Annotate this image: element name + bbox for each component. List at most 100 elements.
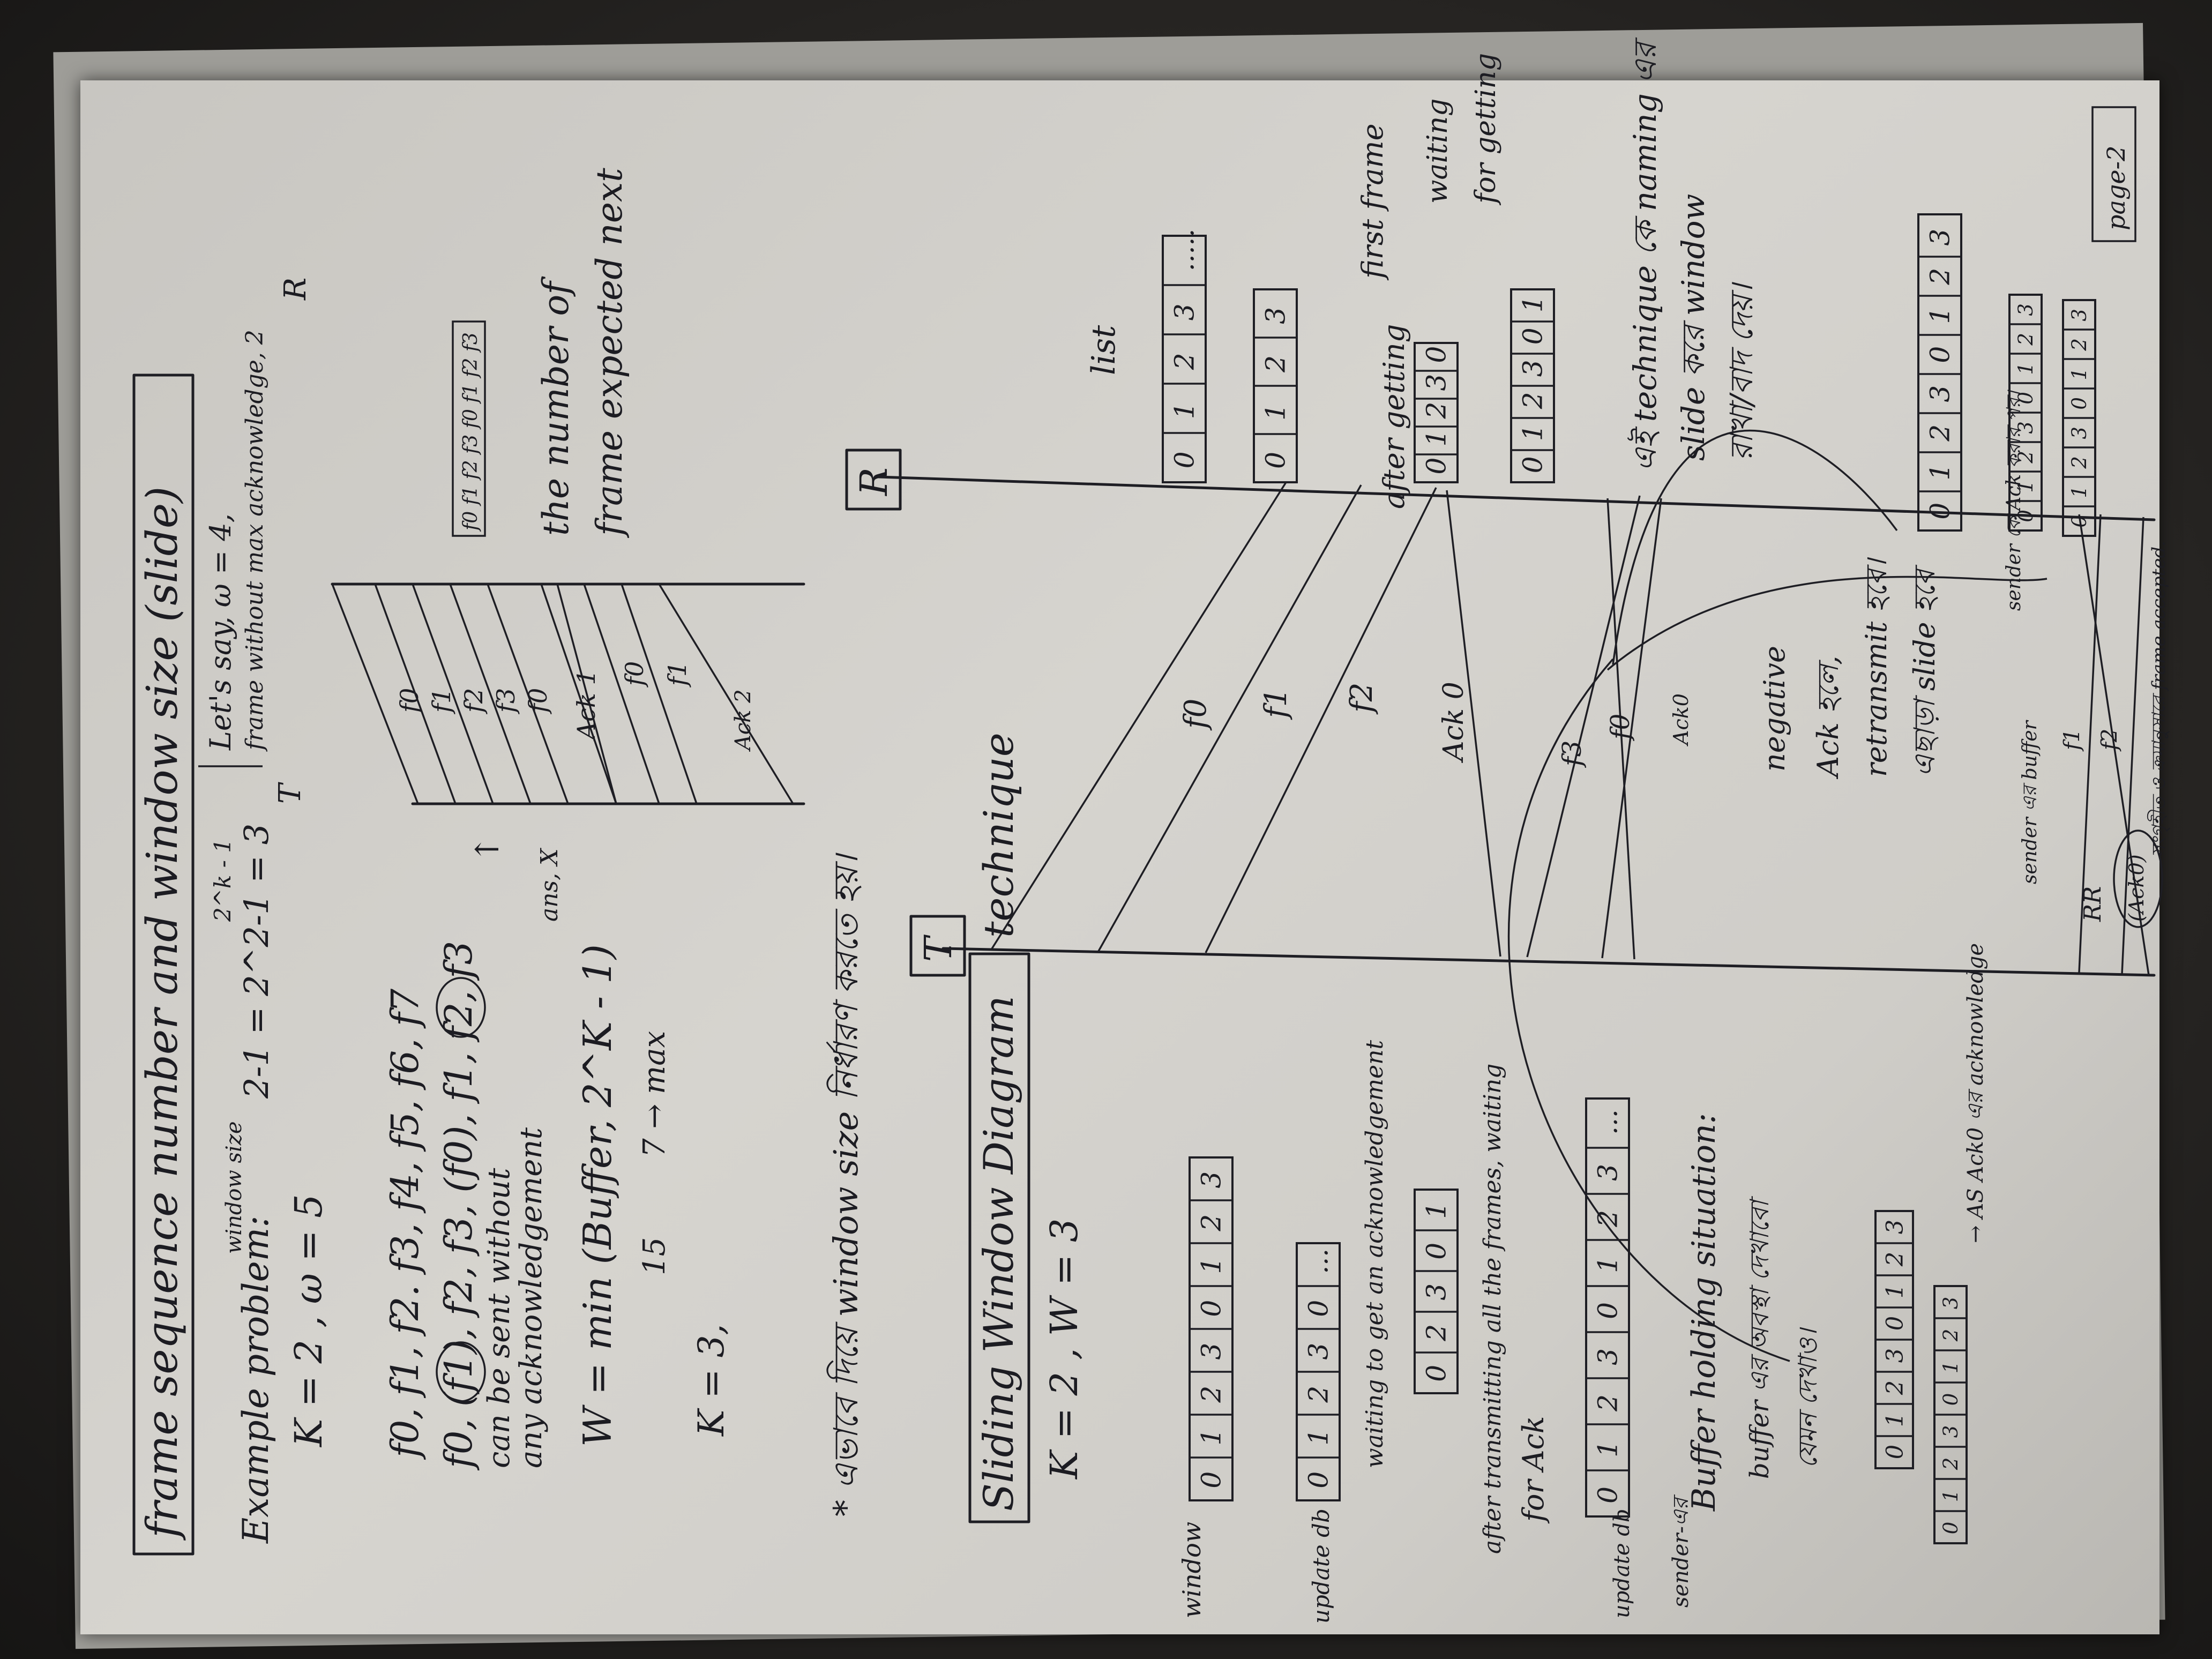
sequence-cell: 1 bbox=[2068, 368, 2091, 380]
seq1-frame-1: f1 bbox=[427, 688, 456, 714]
example-k-line: K = 2 , ω = 5 bbox=[287, 1194, 331, 1448]
sequence-cell: 0 bbox=[2068, 515, 2091, 528]
row2-note: waiting to get an acknowledgement bbox=[1361, 1040, 1388, 1468]
rr-note: RR bbox=[2079, 886, 2106, 922]
sequence-cell: 0 bbox=[2014, 392, 2037, 405]
ack0b-arrow bbox=[1606, 498, 1635, 960]
neg-ack-2: Ack হলে, bbox=[1811, 655, 1845, 780]
circle-f1 bbox=[436, 1341, 486, 1402]
sequence-cell: 3 bbox=[1593, 1164, 1624, 1181]
sequence-cell: 1 bbox=[1881, 1413, 1908, 1427]
seq1-ans-x: ans, X bbox=[536, 848, 563, 922]
sequence-cell: 2 bbox=[1196, 1386, 1227, 1403]
sequence-cell: 3 bbox=[1881, 1220, 1908, 1234]
sequence-cell: 0 bbox=[1518, 327, 1549, 345]
sequence-cell: 3 bbox=[1925, 385, 1956, 402]
sequence-cell: 0 bbox=[1421, 1365, 1452, 1382]
sequence-cell: ... bbox=[1593, 1109, 1624, 1135]
sequence-cell: 2 bbox=[1939, 1329, 1962, 1342]
page-label: page-2 bbox=[2102, 146, 2131, 230]
sliding-title: Sliding Window Diagram bbox=[975, 996, 1022, 1511]
exponent-note: 2^k - 1 bbox=[210, 839, 236, 922]
sequence-cell: 3 bbox=[1939, 1425, 1962, 1438]
sequence-cell: 0 bbox=[1421, 1243, 1452, 1260]
sequence-cell: 3 bbox=[1196, 1171, 1227, 1189]
sequence-cell: 1 bbox=[1421, 1202, 1452, 1219]
buffer-prefix: sender-এর bbox=[1669, 1494, 1693, 1608]
seq1-ack1: Ack 1 bbox=[572, 669, 601, 742]
seq1-after-frame-0: f0 bbox=[620, 661, 649, 687]
sequence-cell: 1 bbox=[1421, 430, 1452, 447]
sequence-cell: 3 bbox=[2014, 303, 2037, 316]
sequence-cell: 0 bbox=[1881, 1445, 1908, 1459]
msg-f2: f2 bbox=[1344, 683, 1379, 715]
sequence-cell: 1 bbox=[1196, 1257, 1227, 1274]
seq1-arrow bbox=[621, 584, 698, 804]
sequence-cell: ... bbox=[1303, 1249, 1334, 1274]
T-box bbox=[909, 915, 966, 977]
sender-note: sender এর buffer bbox=[2019, 720, 2041, 884]
arrow-note: ↑ bbox=[469, 836, 506, 863]
sequence-cell: 3 bbox=[2014, 421, 2037, 434]
seq1-after-frame-1: f1 bbox=[663, 661, 692, 687]
sequence-cell: ..... bbox=[1169, 229, 1200, 271]
sequence-cell: 1 bbox=[1593, 1256, 1624, 1273]
receiver-row-1: 0123..... bbox=[1162, 229, 1207, 483]
connector-curve bbox=[1606, 576, 2047, 671]
sequence-cell: 2 bbox=[1518, 392, 1549, 409]
sequence-cell: 0 bbox=[1925, 346, 1956, 363]
seq1-ack-arrow bbox=[556, 584, 617, 804]
sequence-cell: 2 bbox=[1260, 355, 1291, 373]
f2-arrow bbox=[1205, 487, 1437, 953]
sender-row-2: 01230... bbox=[1296, 1242, 1341, 1501]
msg-f2b: f2 bbox=[2097, 729, 2122, 752]
seq1-arrow bbox=[412, 584, 494, 804]
ack0-note: → AS Ack0 এর acknowledge bbox=[1963, 943, 1988, 1243]
sequence-cell: 0 bbox=[1939, 1393, 1962, 1406]
sequence-cell: 3 bbox=[2068, 309, 2091, 322]
R-label: R bbox=[852, 467, 896, 497]
seq1-arrow bbox=[583, 584, 660, 804]
sequence-cell: 3 bbox=[1260, 307, 1291, 324]
w-under-1: 15 bbox=[637, 1237, 672, 1275]
sequence-cell: 0 bbox=[1169, 451, 1200, 468]
neg-ack-1: negative bbox=[1758, 646, 1791, 772]
f0b-arrow bbox=[1601, 498, 1662, 959]
seq1-ack-arrow bbox=[658, 584, 794, 804]
seq1-arrow bbox=[374, 584, 457, 804]
update-label: update db bbox=[1308, 1508, 1334, 1624]
circle-f0 bbox=[436, 977, 486, 1038]
row3-note: after transmitting all the frames, waiti… bbox=[1479, 1064, 1506, 1554]
window-size-note: window size bbox=[222, 1122, 246, 1254]
sequence-cell: 3 bbox=[1303, 1343, 1334, 1360]
neg-ack-4: এছাড়া slide হবে bbox=[1908, 564, 1941, 777]
sequence-cell: 1 bbox=[1939, 1490, 1962, 1503]
seq1-arrow bbox=[449, 584, 532, 804]
seq1-R: R bbox=[278, 278, 313, 301]
tech-bengali-2: slide করে window bbox=[1675, 194, 1712, 461]
sequence-cell: 0 bbox=[1421, 458, 1452, 475]
buffer-title: Buffer holding situation: bbox=[1685, 1113, 1723, 1512]
seq-diagram-1: T R f0 f1 f2 f3 f0 Ack 1 f0 f1 Ack 2 ans… bbox=[273, 168, 805, 922]
f1b-arrow bbox=[2078, 514, 2102, 973]
sequence-cell: 3 bbox=[1593, 1348, 1624, 1365]
waiting-1: waiting bbox=[1422, 99, 1454, 204]
msg-ack0: Ack 0 bbox=[1438, 682, 1470, 763]
sequence-cell: 1 bbox=[1881, 1284, 1908, 1298]
sender-row-4: 01230123... bbox=[1585, 1097, 1630, 1518]
sequence-cell: 0 bbox=[2068, 397, 2091, 410]
rr-arrow bbox=[2078, 514, 2150, 976]
seq1-frame-0: f0 bbox=[395, 688, 424, 714]
sequence-cell: 2 bbox=[1421, 402, 1452, 420]
sequence-cell: 0 bbox=[1939, 1522, 1962, 1535]
heading: frame sequence number and window size (s… bbox=[137, 487, 187, 1541]
sequence-cell: 2 bbox=[2014, 333, 2037, 346]
f2b-arrow bbox=[2121, 517, 2144, 975]
sequence-cell: 2 bbox=[2014, 451, 2037, 464]
sequence-cell: 3 bbox=[1881, 1348, 1908, 1363]
f1-arrow bbox=[1097, 484, 1362, 952]
sequence-cell: 2 bbox=[1593, 1394, 1624, 1412]
page-label-box bbox=[2091, 106, 2136, 242]
ack0-arrow bbox=[1446, 490, 1501, 957]
sent-note-1: can be sent without bbox=[482, 1168, 517, 1468]
